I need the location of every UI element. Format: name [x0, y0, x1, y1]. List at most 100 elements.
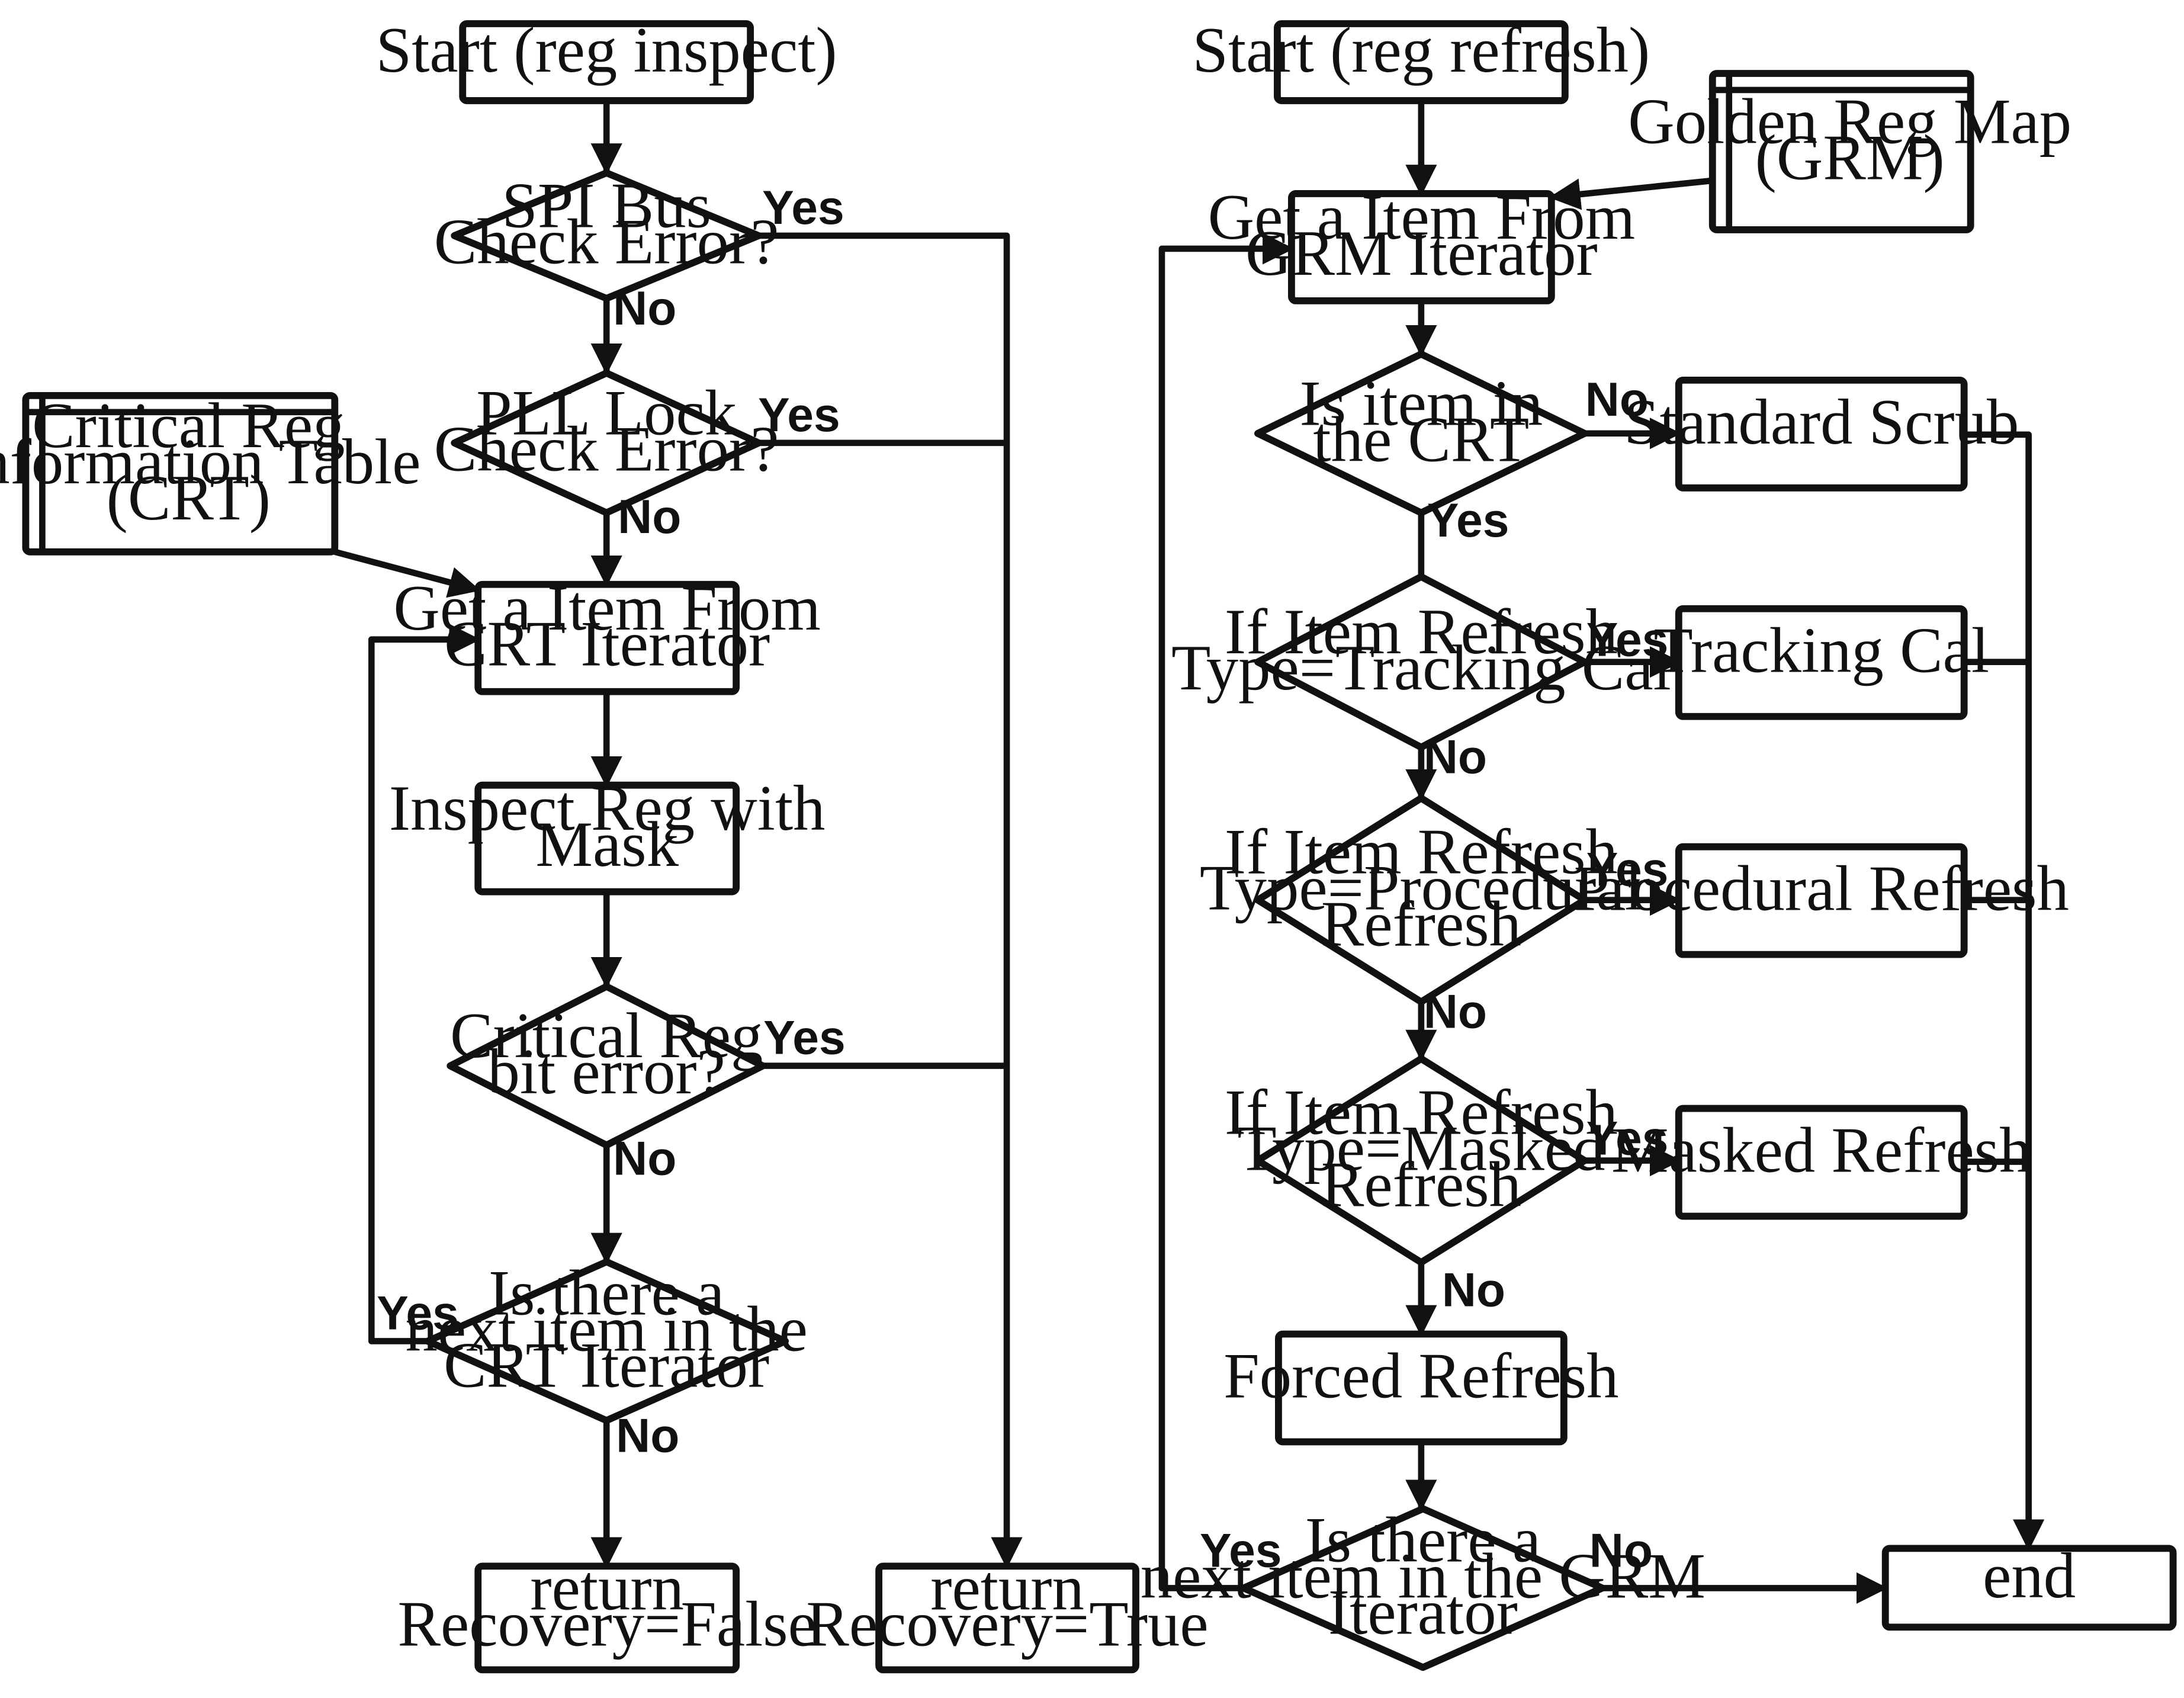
masked-refresh-node-line: Masked Refresh — [1611, 1115, 2032, 1186]
get-item-crt-node-line: CRT Iterator — [444, 608, 770, 680]
masked-refresh-node-box — [1675, 1105, 1968, 1220]
return-false-node-box — [474, 1562, 740, 1674]
tracking-cal-node-text: Tracking Cal — [1653, 615, 1989, 686]
procedural-refresh-node-box — [1675, 843, 1968, 958]
crt-table-node-line: Critical Reg — [32, 390, 345, 461]
get-item-crt-node-line: Get a Item From — [393, 572, 821, 644]
procedural-refresh-check-decision-line: Type=Procedural — [1200, 852, 1643, 924]
next-item-grm-decision-line: next item in the GRM — [1141, 1540, 1706, 1612]
is-item-in-crt-decision-line: Is item in — [1300, 367, 1543, 439]
edges-layer — [333, 100, 2045, 1604]
procedural-refresh-node-text: Procedural Refresh — [1574, 853, 2069, 925]
end-node-text: end — [1983, 1540, 2076, 1612]
forced-refresh-node-line: Forced Refresh — [1223, 1340, 1618, 1411]
next-item-crt-decision-diamond — [424, 1258, 789, 1424]
start-reg-refresh-node: Start (reg refresh) — [1193, 14, 1650, 104]
standard-scrub-node-text: Standard Scrub — [1624, 386, 2019, 458]
label-bit-error-no: No — [613, 1132, 676, 1186]
procedural-refresh-check-decision-line: Refresh — [1321, 888, 1521, 960]
tracking-cal-check-decision-line: If Item Refresh — [1225, 596, 1618, 667]
inspect-reg-node-line: Mask — [535, 808, 679, 880]
tracking-cal-node-line: Tracking Cal — [1653, 615, 1989, 686]
forced-refresh-node-box — [1275, 1330, 1568, 1446]
masked-refresh-node-text: Masked Refresh — [1611, 1115, 2032, 1186]
label-pll-no: No — [618, 490, 681, 544]
crt-table-node-line: Information Table — [0, 426, 421, 497]
next-item-grm-decision-line: Is there a — [1305, 1504, 1541, 1575]
get-item-grm-node-line: Get a Item From — [1208, 181, 1636, 253]
grm-table-node: Golden Reg Map(GRM) — [1628, 70, 2071, 233]
pll-lock-check-decision-diamond — [451, 369, 763, 516]
masked-refresh-node: Masked Refresh — [1611, 1105, 2032, 1220]
label-bit-error-yes: Yes — [763, 1012, 846, 1065]
return-true-node-box — [875, 1562, 1139, 1674]
next-item-grm-decision-diamond — [1240, 1505, 1606, 1671]
return-true-node-line: Recovery=True — [806, 1588, 1208, 1660]
pll-lock-check-decision-line: Check Error? — [434, 413, 779, 484]
label-in-crt-no: No — [1585, 373, 1649, 426]
label-tracking-no: No — [1424, 731, 1487, 784]
masked-refresh-check-decision-diamond — [1254, 1055, 1588, 1266]
grm-table-node-line: (GRM) — [1755, 121, 1945, 193]
next-item-crt-decision-line: CRT Iterator — [444, 1329, 769, 1401]
edge-scrub-to-end — [1964, 431, 2045, 1551]
crt-table-node-line: (CRT) — [107, 462, 271, 534]
spi-bus-check-decision-diamond — [451, 169, 763, 302]
tracking-cal-check-decision-diamond — [1254, 573, 1588, 751]
grm-table-node-box — [1708, 70, 1974, 233]
start-reg-inspect-node-line: Start (reg inspect) — [376, 14, 837, 86]
procedural-refresh-check-decision-diamond — [1254, 794, 1588, 1006]
edge-spi-yes-to-return-true — [759, 232, 1023, 1569]
masked-refresh-check-decision-line: Refresh — [1321, 1149, 1521, 1221]
masked-refresh-check-decision-line: Type=Masked — [1237, 1113, 1605, 1185]
critical-reg-bit-error-decision-diamond — [447, 983, 767, 1149]
procedural-refresh-node: Procedural Refresh — [1574, 843, 2069, 958]
spi-bus-check-decision-line: SPI Bus — [502, 169, 711, 241]
return-false-node-line: Recovery=False — [398, 1588, 817, 1660]
edge-next-grm-loop-back — [1158, 233, 1295, 1591]
label-next-grm-no: No — [1589, 1524, 1653, 1577]
spi-bus-check-decision-line: Check Error? — [434, 206, 779, 277]
start-reg-refresh-node-text: Start (reg refresh) — [1193, 14, 1650, 86]
next-item-crt-decision-line: Is there a — [489, 1257, 724, 1328]
tracking-cal-node: Tracking Cal — [1653, 605, 1989, 720]
get-item-grm-node-line: GRM Iterator — [1245, 217, 1598, 289]
masked-refresh-check-decision-line: If Item Refresh — [1225, 1077, 1618, 1148]
label-spi-yes: Yes — [762, 181, 844, 235]
is-item-in-crt-decision-diamond — [1254, 350, 1588, 516]
label-masked-no: No — [1442, 1263, 1505, 1317]
label-next-crt-yes: Yes — [377, 1286, 459, 1340]
standard-scrub-node-line: Standard Scrub — [1624, 386, 2019, 458]
crt-table-node-box — [22, 391, 339, 556]
end-node: end — [1881, 1540, 2177, 1631]
edge-grm-to-get-item — [1549, 177, 1713, 210]
label-next-crt-no: No — [616, 1409, 679, 1462]
start-reg-refresh-node-line: Start (reg refresh) — [1193, 14, 1650, 86]
edge-labels-layer: YesNoYesNoYesNoYesNoNoYesYesNoYesNoYesNo… — [377, 181, 1668, 1577]
grm-table-node-line: Golden Reg Map — [1628, 85, 2071, 157]
standard-scrub-node-box — [1675, 376, 1968, 492]
label-procedural-no: No — [1424, 986, 1487, 1039]
return-true-node-line: return — [930, 1552, 1084, 1623]
label-spi-no: No — [613, 282, 676, 335]
